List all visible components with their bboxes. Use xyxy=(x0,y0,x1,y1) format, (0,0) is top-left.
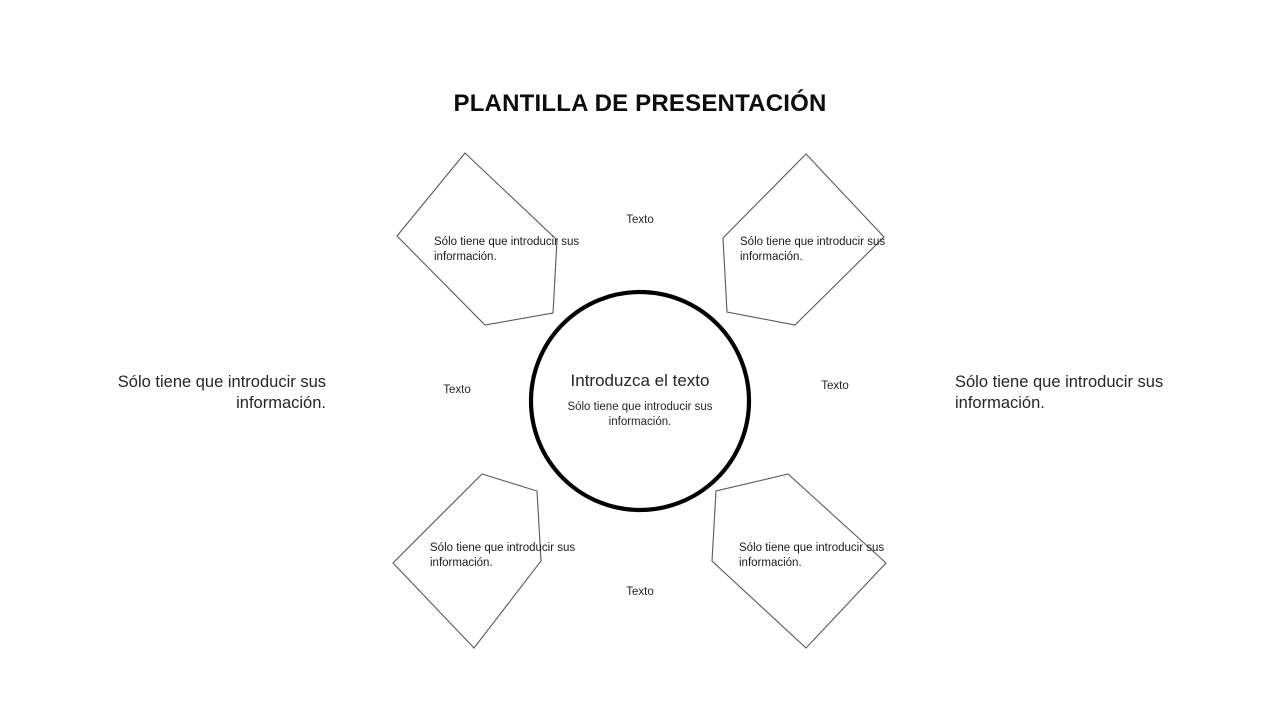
center-heading: Introduzca el texto xyxy=(570,371,710,390)
center-body-text: Sólo tiene que introducir sus informació… xyxy=(567,401,713,428)
page-title: PLANTILLA DE PRESENTACIÓN xyxy=(453,90,827,117)
side-caption-right: Sólo tiene que introducir sus informació… xyxy=(955,373,1164,412)
pentagon-shape-top-left[interactable] xyxy=(396,152,558,326)
pentagon-text-bottom-left: Sólo tiene que introducir sus informació… xyxy=(430,542,576,569)
side-caption-left: Sólo tiene que introducir sus informació… xyxy=(117,373,326,412)
pentagon-shape-bottom-right[interactable] xyxy=(711,473,887,649)
pentagon-text-top-right: Sólo tiene que introducir sus informació… xyxy=(740,236,886,263)
connector-label-right: Texto xyxy=(821,380,849,392)
connector-label-top: Texto xyxy=(626,214,654,226)
connector-label-bottom: Texto xyxy=(626,586,654,598)
pentagon-text-top-left: Sólo tiene que introducir sus informació… xyxy=(434,236,580,263)
pentagon-shape-top-right[interactable] xyxy=(722,153,885,326)
pentagon-text-bottom-right: Sólo tiene que introducir sus informació… xyxy=(739,542,885,569)
connector-label-left: Texto xyxy=(443,384,471,396)
center-circle-shape[interactable] xyxy=(528,289,752,513)
pentagon-shape-bottom-left[interactable] xyxy=(392,473,542,649)
center-text-block: Introduzca el texto Sólo tiene que intro… xyxy=(540,370,740,429)
